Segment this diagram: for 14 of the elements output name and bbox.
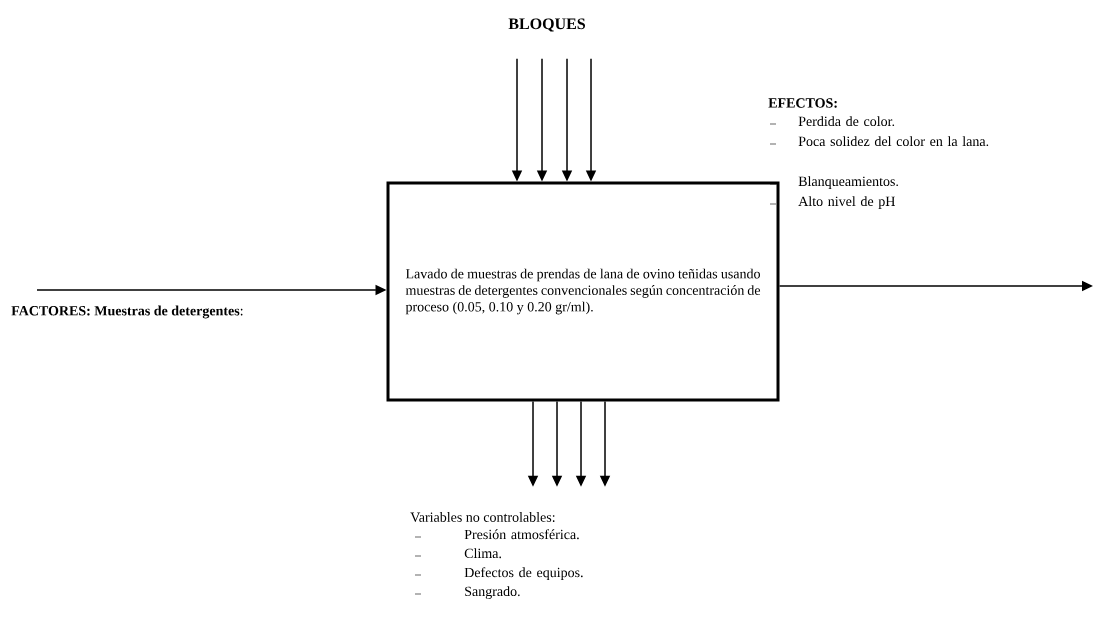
block-heading: BLOQUES	[508, 18, 585, 32]
factor-heading: FACTORES: Muestras de detergentes:	[11, 305, 243, 319]
list-item: Perdida de color.	[798, 116, 895, 127]
section-heading: EFECTOS:	[768, 98, 837, 108]
list-item: Presión atmosférica.	[464, 529, 579, 540]
list-item: Poca solidez del color en la lana.	[798, 136, 989, 147]
list-item: Sangrado.	[465, 586, 520, 599]
list-item: Alto nivel de pH	[798, 196, 895, 209]
list-heading: Variables no controlables:	[410, 512, 555, 522]
list-item: Blanqueamientos.	[798, 176, 898, 189]
list-item: Defectos de equipos.	[464, 567, 583, 581]
process-box	[386, 181, 780, 402]
list-item: Clima.	[464, 548, 501, 559]
box-text: Lavado de muestras de prendas de lana de ovino teñidas usando muestras de detergentes convencionales según concentración de proceso (0.05, 0.10 y 0.20 gr/ml).	[405, 268, 761, 315]
